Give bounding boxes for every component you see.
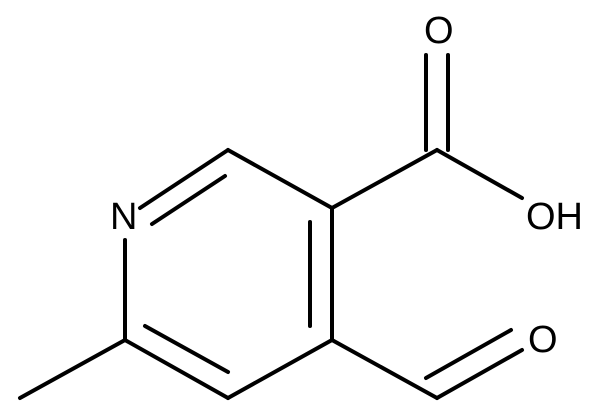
ring-nitrogen-label: N (110, 196, 137, 238)
bond-c3-carboxyl (330, 148, 439, 210)
bond-carboxyl-oh (435, 148, 524, 200)
bond-formyl-double-o-b (424, 328, 513, 380)
aldehyde-oxygen-label: O (528, 319, 558, 361)
bond-formyl-double-o-a (435, 348, 524, 400)
bond-n-c2 (138, 148, 230, 210)
bond-c5-c6 (123, 338, 230, 400)
bond-c2-c3 (226, 148, 334, 210)
bond-n-c2-inner (150, 174, 227, 226)
carbonyl-oxygen-label: O (424, 10, 454, 52)
bond-methyl (18, 338, 127, 400)
bond-c4-formyl (330, 338, 439, 400)
bond-c5-c6-inner (143, 324, 230, 374)
bond-c4-c5 (226, 338, 334, 400)
hydroxyl-label: OH (526, 196, 583, 238)
